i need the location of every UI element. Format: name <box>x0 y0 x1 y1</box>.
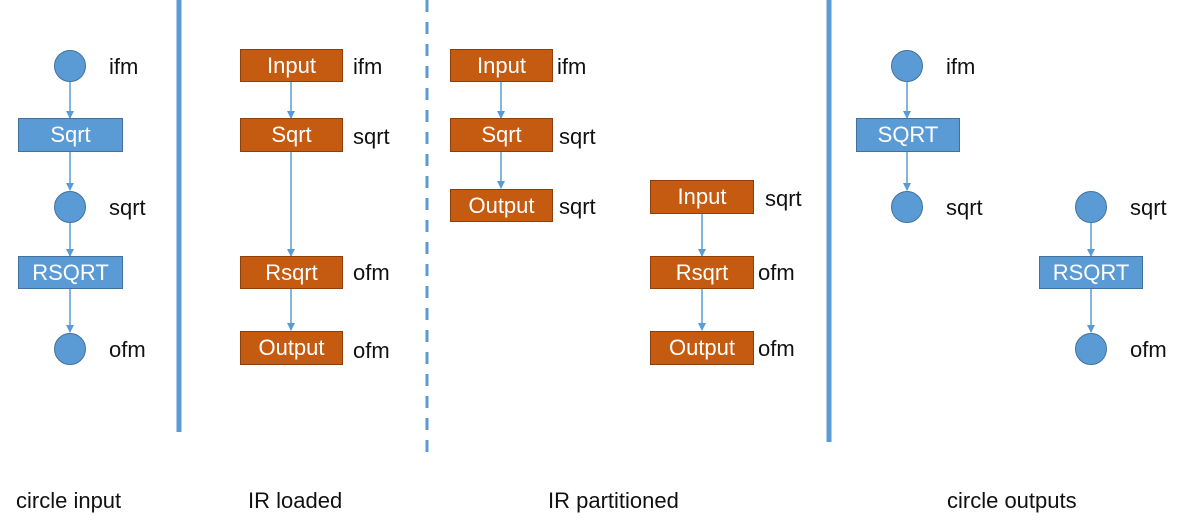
p1-sqrt-tensor-label: sqrt <box>559 124 596 149</box>
ir-output-tensor-label: ofm <box>353 338 390 363</box>
tensor-label-sqrt: sqrt <box>109 195 146 220</box>
op-box-sqrt: Sqrt <box>18 118 123 152</box>
tensor-node-sqrt <box>54 191 86 223</box>
op-box-rsqrt: RSQRT <box>18 256 123 289</box>
p1-input-tensor-label: ifm <box>557 54 587 79</box>
caption-ir-partitioned: IR partitioned <box>548 488 679 513</box>
ir-input-tensor-label: ifm <box>353 54 383 79</box>
ir-output-box: Output <box>240 331 343 365</box>
m2-tensor-node-ofm <box>1075 333 1107 365</box>
p2-output-tensor-label: ofm <box>758 336 795 361</box>
p1-sqrt-box: Sqrt <box>450 118 553 152</box>
p2-rsqrt-tensor-label: ofm <box>758 260 795 285</box>
m2-tensor-label-sqrt: sqrt <box>1130 195 1167 220</box>
ir-rsqrt-box: Rsqrt <box>240 256 343 289</box>
m2-tensor-label-ofm: ofm <box>1130 337 1167 362</box>
m2-tensor-node-sqrt <box>1075 191 1107 223</box>
p1-output-box: Output <box>450 189 553 222</box>
m1-tensor-label-ifm: ifm <box>946 54 976 79</box>
ir-sqrt-tensor-label: sqrt <box>353 124 390 149</box>
tensor-node-ifm <box>54 50 86 82</box>
p2-input-tensor-label: sqrt <box>765 186 802 211</box>
caption-circle-input: circle input <box>16 488 122 513</box>
tensor-node-ofm <box>54 333 86 365</box>
m2-op-box-rsqrt: RSQRT <box>1039 256 1143 289</box>
p1-output-tensor-label: sqrt <box>559 194 596 219</box>
ir-input-box: Input <box>240 49 343 82</box>
ir-sqrt-box: Sqrt <box>240 118 343 152</box>
m1-op-box-sqrt: SQRT <box>856 118 960 152</box>
m1-tensor-node-ifm <box>891 50 923 82</box>
m1-tensor-label-sqrt: sqrt <box>946 195 983 220</box>
m1-tensor-node-sqrt <box>891 191 923 223</box>
tensor-label-ifm: ifm <box>109 54 139 79</box>
caption-circle-outputs: circle outputs <box>947 488 1077 513</box>
p2-output-box: Output <box>650 331 754 365</box>
p1-input-box: Input <box>450 49 553 82</box>
p2-input-box: Input <box>650 180 754 214</box>
p2-rsqrt-box: Rsqrt <box>650 256 754 289</box>
caption-ir-loaded: IR loaded <box>248 488 343 513</box>
ir-rsqrt-tensor-label: ofm <box>353 260 390 285</box>
tensor-label-ofm: ofm <box>109 337 146 362</box>
